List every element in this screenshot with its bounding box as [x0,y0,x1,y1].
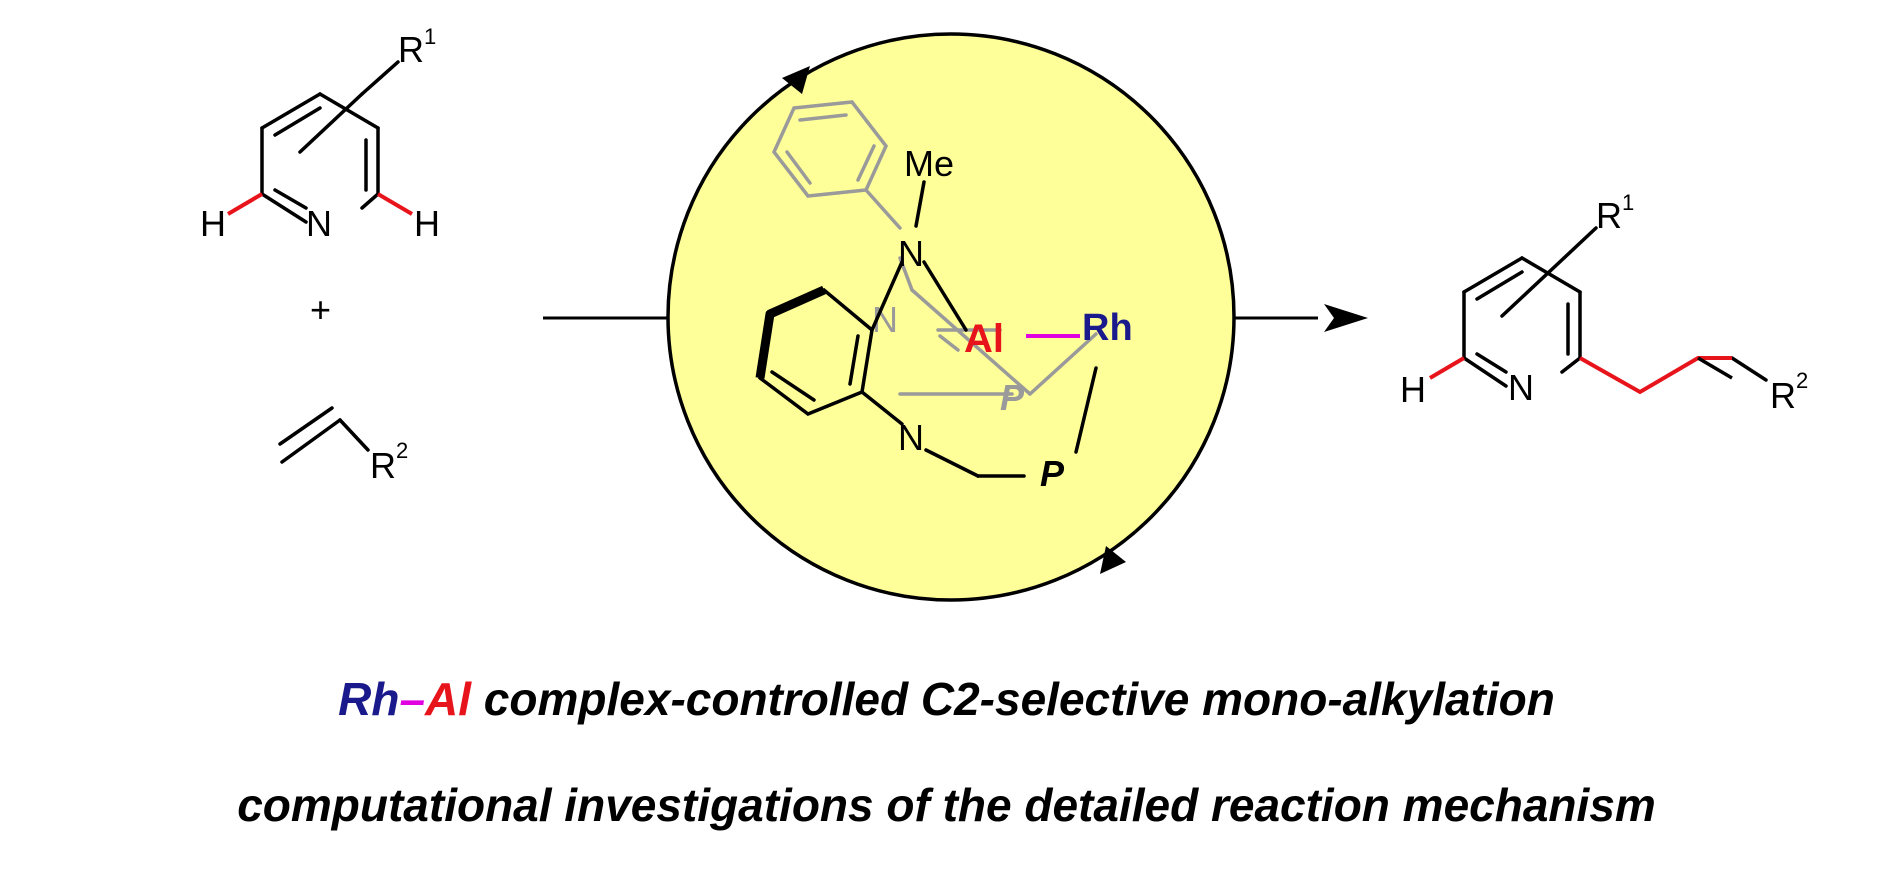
product-r2-sup: 2 [1796,368,1808,393]
caption-al: Al [425,673,472,725]
catalyst-al: Al [964,317,1004,361]
pyridine-n-atom: N [306,203,332,244]
alkene-r2: R [370,445,396,486]
pyridine-ch-bond-left [226,192,264,216]
product-chain-end [1697,356,1733,380]
reactant-pyridine [260,60,400,224]
caption-line-1-rest: complex-controlled C2-selective mono-alk… [471,673,1555,725]
catalyst-rh: Rh [1082,307,1133,349]
pyridine-h-left: H [200,203,226,244]
catalyst-p-back: P [1000,377,1025,418]
caption-line-1: Rh–Al complex-controlled C2-selective mo… [0,672,1893,726]
caption-line-2: computational investigations of the deta… [237,779,1656,831]
pyridine-h-right: H [414,203,440,244]
alkene-r2-sup: 2 [396,438,408,463]
product-new-cc-chain [1579,356,1732,395]
pyridine-ch-bond-right [376,192,414,216]
reaction-arrow-head [1324,304,1368,332]
product-r1: R [1596,195,1622,236]
catalyst-methyl: Me [904,143,954,184]
plus-sign: + [310,289,331,330]
cycle-arrow-bottom-right [1100,546,1126,574]
catalyst-p-front: P [1040,453,1065,494]
catalyst-back-benzene [771,100,1098,396]
pyridine-r1-sup: 1 [424,24,436,49]
caption-rh: Rh [338,673,400,725]
product-pyridine [1462,226,1768,388]
product-r2: R [1770,375,1796,416]
catalytic-cycle-circle [666,32,1236,602]
product-r1-sup: 1 [1622,190,1634,215]
catalyst-n-bottom: N [898,417,924,458]
catalyst-front-bold-edge [755,285,826,379]
pyridine-r1: R [398,29,424,70]
product-ch-bond [1428,356,1466,380]
catalyst-n-top: N [898,233,924,274]
cycle-arrow-top-left [782,66,810,94]
product-h-atom: H [1400,369,1426,410]
product-n-atom: N [1508,367,1534,408]
caption-dash: – [399,673,426,725]
reactant-alkene [278,406,370,464]
